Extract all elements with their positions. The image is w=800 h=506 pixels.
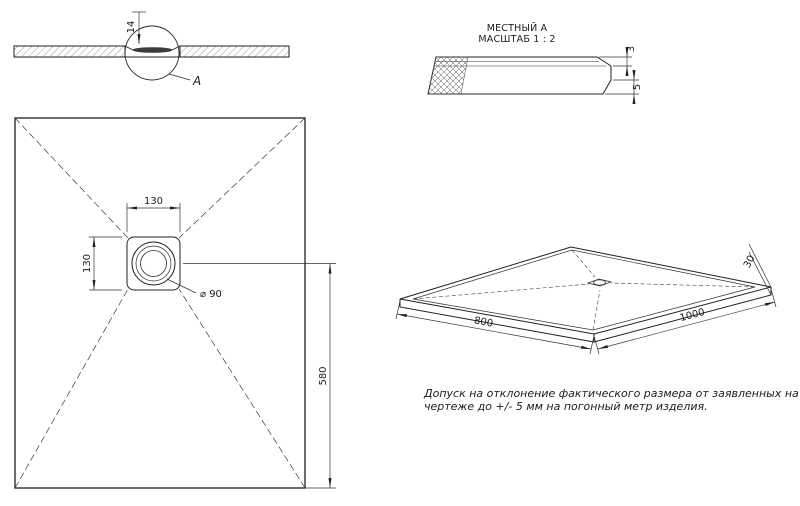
tray-outline-plan — [14, 117, 306, 489]
dim-30-group — [748, 243, 772, 296]
plan-view: 130 130 ⌀ 90 580 — [14, 117, 336, 489]
drain-square — [126, 236, 181, 291]
drain-cover-section — [132, 47, 173, 53]
iso-view: 800 1000 30 — [395, 243, 777, 355]
tolerance-note-line2: чертеже до +/- 5 мм на погонный метр изд… — [424, 400, 708, 413]
dim-130-height-label: 130 — [82, 254, 93, 273]
dim-1000-group — [593, 288, 777, 355]
dim-800-label: 800 — [473, 315, 494, 329]
detail-leader-line — [168, 73, 191, 81]
tolerance-note-line1: Допуск на отклонение фактического размер… — [423, 387, 799, 400]
detail-circle-A — [124, 25, 180, 81]
dim-130-height-group — [89, 236, 122, 291]
dim-130-width-label: 130 — [144, 196, 163, 207]
detail-view-scale: МАСШТАБ 1 : 2 — [478, 34, 555, 45]
section-bar-left — [13, 45, 126, 58]
detail-view: МЕСТНЫЙ А МАСШТАБ 1 : 2 3 5 — [427, 22, 643, 104]
section-view: 14 A — [13, 11, 290, 88]
dim-14-label: 14 — [126, 21, 137, 34]
dim-5-group — [605, 70, 639, 104]
tolerance-note: Допуск на отклонение фактического размер… — [423, 387, 799, 413]
dim-3-label: 3 — [626, 46, 637, 52]
drain-inner-circle — [140, 250, 167, 277]
dim-30-label: 30 — [742, 254, 758, 270]
detail-view-title: МЕСТНЫЙ А — [487, 22, 548, 34]
dim-800-group — [395, 300, 595, 355]
drain-mid-circle — [135, 245, 172, 282]
iso-slope-diagonals — [412, 249, 756, 331]
dim-5-label: 5 — [632, 84, 643, 90]
dim-580-group — [183, 263, 336, 489]
dim-3-group — [599, 47, 632, 76]
dim-130-width-group — [126, 203, 181, 232]
dim-580-label: 580 — [318, 366, 329, 385]
dim-diameter-label: ⌀ 90 — [200, 289, 222, 300]
drain-circle-iso — [593, 279, 606, 286]
rim-profile-hatch — [427, 56, 469, 95]
drain-outer-circle — [131, 241, 176, 286]
diameter-leader-line — [166, 278, 197, 294]
tray-top-face — [399, 246, 772, 335]
slope-diagonal-lines — [14, 117, 306, 489]
section-bar-right — [179, 45, 290, 58]
detail-marker-label: A — [192, 74, 201, 88]
